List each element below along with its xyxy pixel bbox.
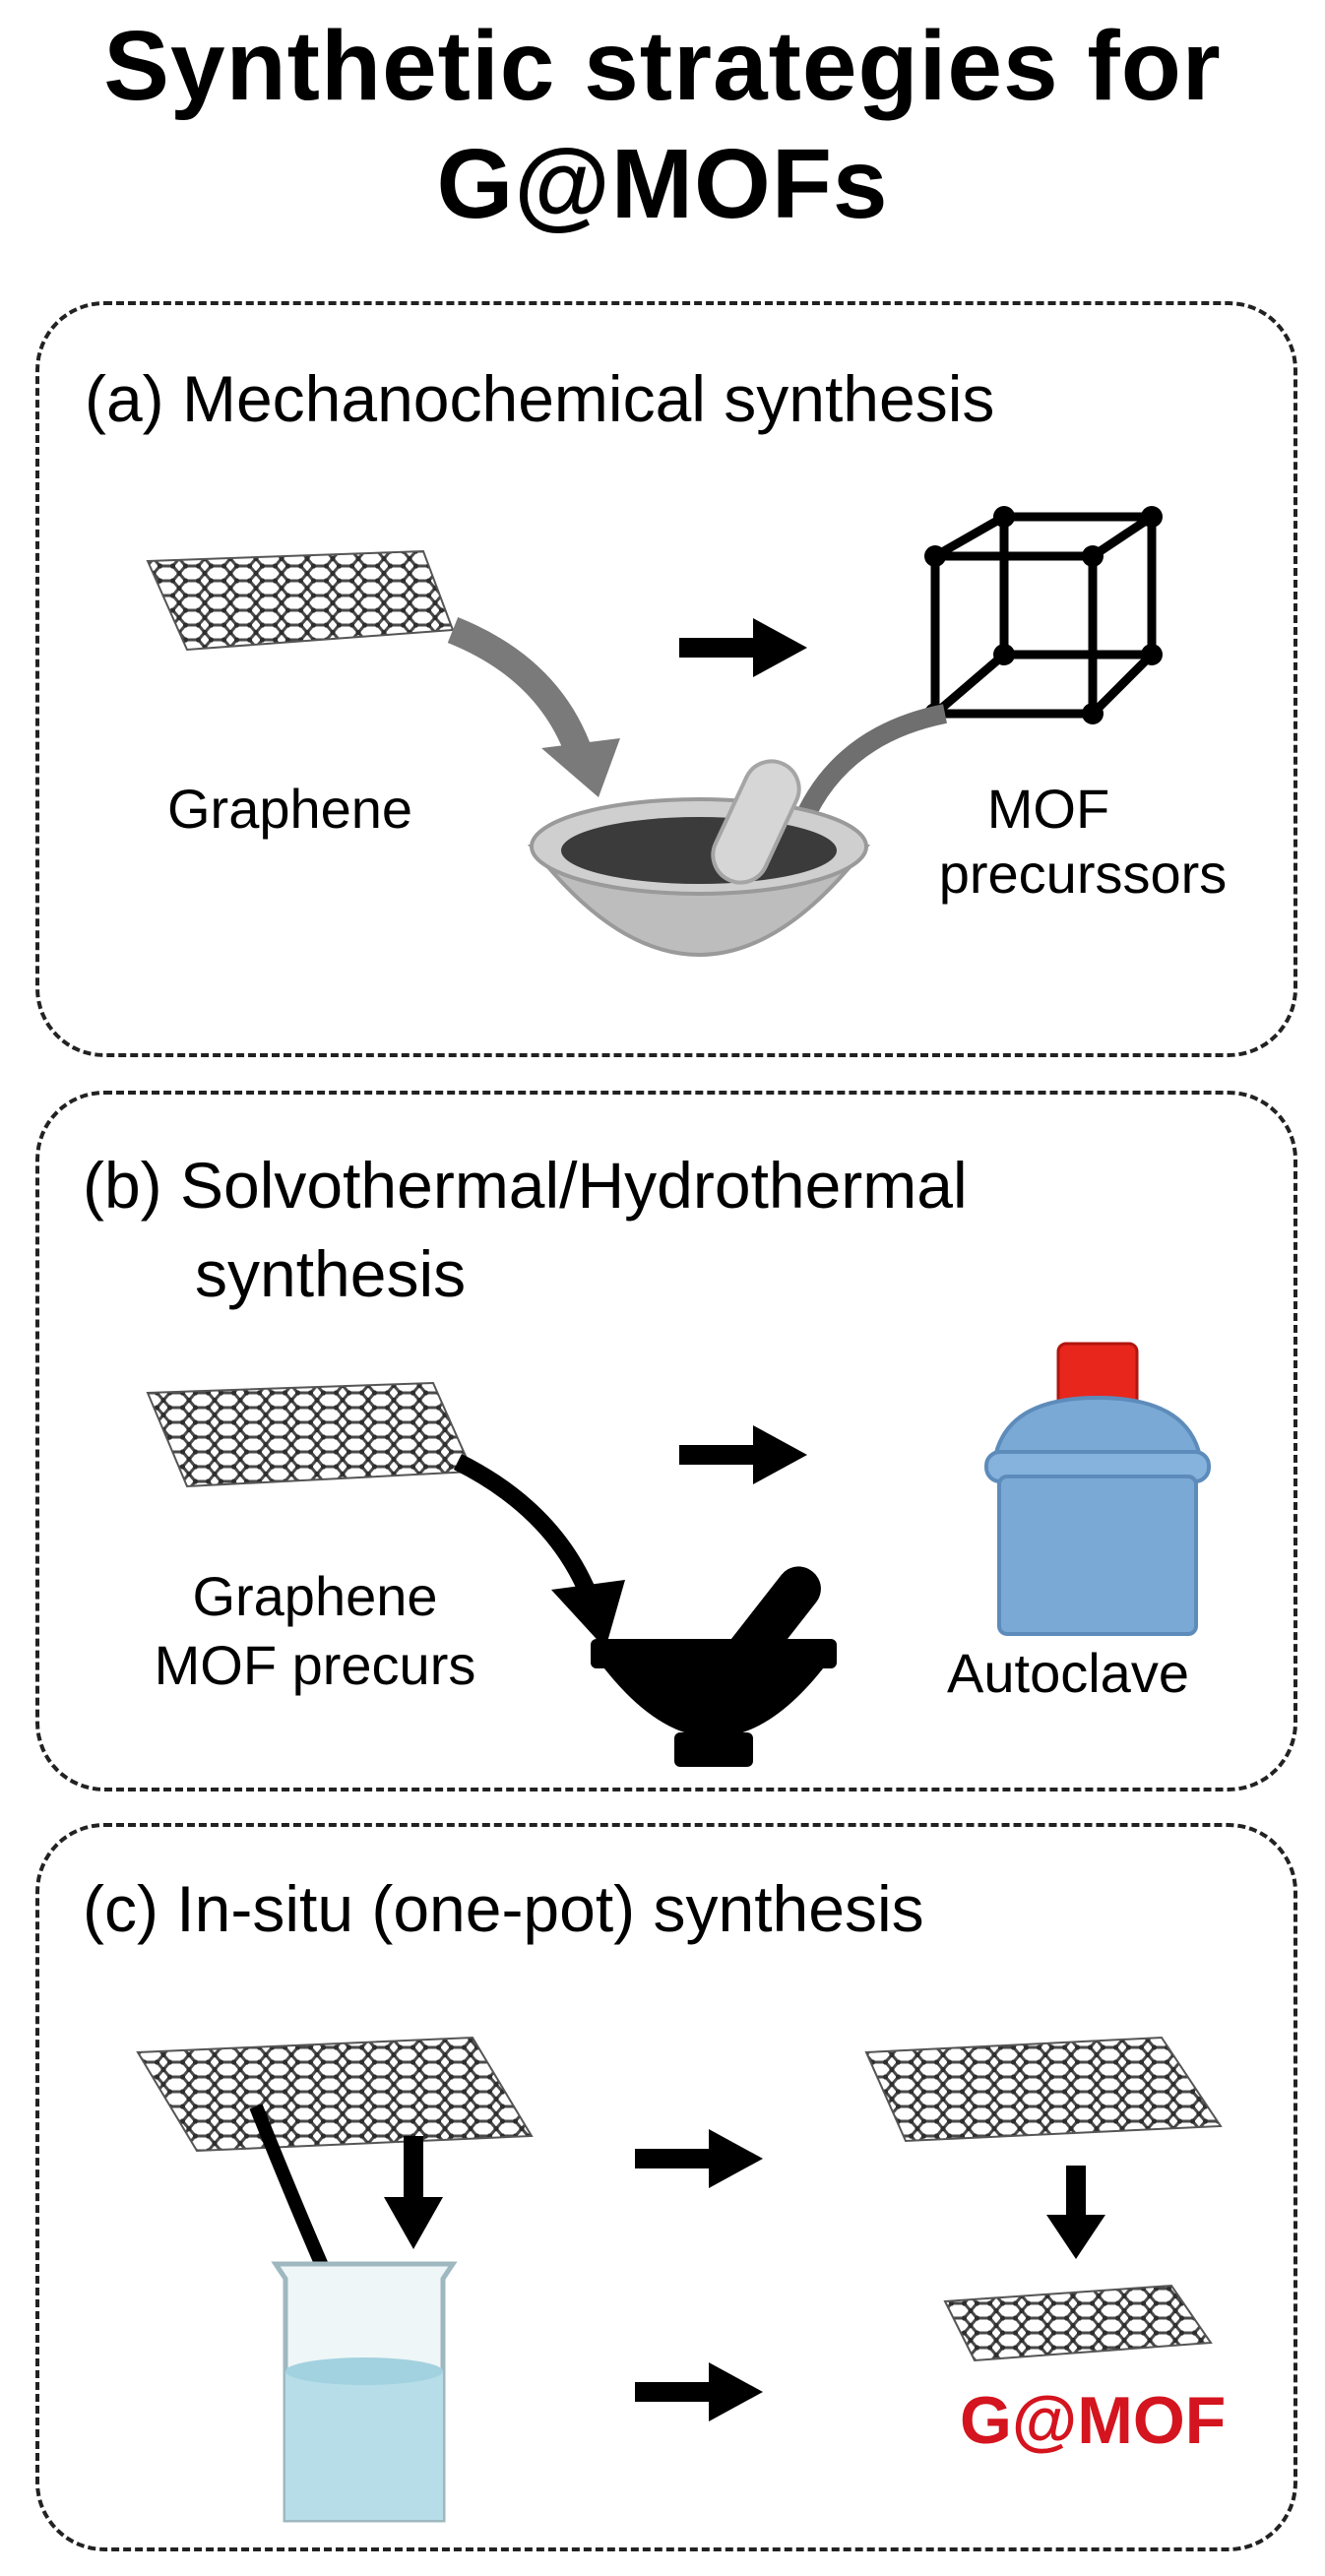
panel-b-graphene-label: Graphene bbox=[192, 1565, 438, 1627]
mortar-pestle-icon bbox=[527, 759, 871, 957]
panel-a-mof-label-1: MOF bbox=[986, 778, 1110, 840]
panel-b-title-line2: synthesis bbox=[195, 1237, 467, 1310]
arrow-down-icon bbox=[1046, 2166, 1105, 2259]
panel-b-mof-precurs-label: MOF precurs bbox=[154, 1634, 476, 1696]
panel-c bbox=[35, 1823, 1297, 2551]
mortar-pestle-icon bbox=[591, 1566, 837, 1767]
graphene-sheet-icon bbox=[864, 2036, 1223, 2143]
panel-b-title-line1: (b) Solvothermal/Hydrothermal bbox=[83, 1149, 968, 1222]
graphene-sheet-icon bbox=[136, 2036, 534, 2153]
arrow-down-icon bbox=[384, 2136, 443, 2249]
arrow-right-icon bbox=[635, 2129, 763, 2188]
beaker-icon bbox=[271, 2261, 458, 2523]
arrow-right-icon bbox=[635, 2362, 763, 2421]
graphene-sheet-icon bbox=[146, 549, 455, 652]
curved-arrow-icon bbox=[798, 704, 948, 817]
page-title-line1: Synthetic strategies for bbox=[103, 11, 1222, 121]
graphene-sheet-icon bbox=[943, 2284, 1213, 2362]
graphene-sheet-icon bbox=[146, 1381, 474, 1488]
panel-c-title: (c) In-situ (one-pot) synthesis bbox=[83, 1872, 924, 1945]
arrow-right-icon bbox=[679, 1425, 807, 1484]
panel-b-autoclave-label: Autoclave bbox=[947, 1642, 1189, 1704]
page-title-line2: G@MOFs bbox=[436, 129, 889, 239]
arrow-right-icon bbox=[679, 618, 807, 677]
product-label: G@MOF bbox=[960, 2383, 1227, 2458]
curved-arrow-icon bbox=[453, 1453, 625, 1649]
autoclave-icon bbox=[984, 1342, 1211, 1636]
curved-arrow-icon bbox=[447, 617, 620, 797]
panel-a-mof-label-2: precurssors bbox=[938, 843, 1228, 905]
panel-a-title: (a) Mechanochemical synthesis bbox=[85, 362, 995, 435]
panel-a-graphene-label: Graphene bbox=[167, 778, 413, 840]
panel-b bbox=[35, 1091, 1297, 1791]
panel-a bbox=[35, 301, 1297, 1057]
cube-framework-icon bbox=[924, 506, 1163, 724]
